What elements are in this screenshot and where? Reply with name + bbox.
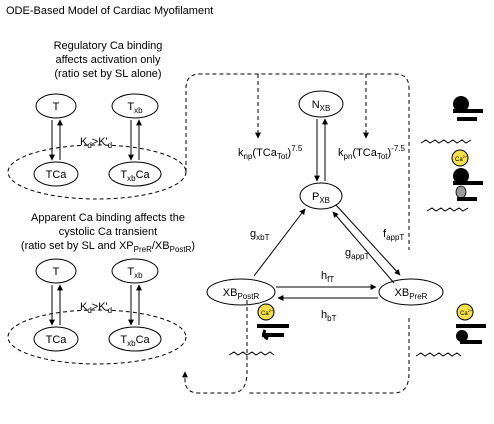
dashed-arrow-postr-to-panel <box>182 300 248 394</box>
myosin-rod-icon <box>453 109 483 113</box>
ca-badge-label: Ca2+ <box>455 154 468 163</box>
bottom-panel <box>7 258 187 365</box>
label-txb-bottom: Txb <box>127 266 143 280</box>
bottom-panel-labels: T Txb TCa TxbCa Kd>K'd <box>46 266 151 348</box>
thick-filament-icon <box>460 340 482 344</box>
label-knp: knp(TCaTot)7.5 <box>238 144 303 161</box>
grey-head-icon <box>455 185 467 199</box>
state-xb-prer <box>378 278 444 306</box>
label-gappt: gappT <box>345 247 369 261</box>
caption-part-e: ) <box>191 240 196 252</box>
top-panel-labels: T Txb TCa TxbCa Kd>K'd <box>46 101 151 183</box>
crossbridge-cycle <box>206 90 444 306</box>
label-hbt: hbT <box>321 309 337 323</box>
calcium-ion-icon <box>451 149 469 167</box>
caption-sub-prer: PreR <box>133 245 152 255</box>
top-caption-line-3: (ratio set by SL alone) <box>54 68 162 80</box>
actin-filament <box>426 207 469 212</box>
label-fappt: fappT <box>383 228 404 242</box>
thick-filament-icon <box>457 117 477 121</box>
myofilament-icon-pxb: Ca2+ <box>426 149 483 212</box>
feedback-connectors <box>182 73 410 394</box>
myosin-rod-icon <box>453 181 483 185</box>
cycle-labels: NXB PXB XBPostR XBPreR knp(TCaTot)7.5 kp… <box>223 99 428 323</box>
bottom-caption: Apparent Ca binding affects the cystolic… <box>2 211 214 257</box>
calcium-ion-icon <box>257 303 275 321</box>
actin-filament <box>415 352 462 357</box>
label-tca-top: TCa <box>46 169 68 181</box>
top-caption-line-2: affects activation only <box>55 54 161 66</box>
caption-sub-postr: PostR <box>169 245 192 255</box>
state-tca-bottom <box>33 326 79 352</box>
dashed-loop-path <box>185 73 410 250</box>
actin-filament <box>228 351 275 356</box>
arrow-gappt <box>332 211 395 284</box>
arrow-fappt <box>335 204 401 276</box>
label-t-bottom: T <box>53 266 60 278</box>
ca-badge-label: Ca2+ <box>261 308 274 317</box>
actin-filament <box>420 139 472 144</box>
state-txb-bottom <box>111 258 159 284</box>
caption-part-a: (ratio set by SL and XP <box>20 240 134 252</box>
top-caption: Regulatory Ca binding affects activation… <box>10 39 206 81</box>
myosin-rod-icon <box>257 324 289 328</box>
state-txbca-bottom <box>108 326 162 352</box>
label-pxb: PXB <box>312 191 330 205</box>
thick-filament-icon <box>262 333 284 337</box>
dashed-path-prer-to-panel <box>247 318 410 394</box>
kd-label-bottom: Kd>K'd <box>80 301 112 315</box>
myofilament-icon-postr: Ca2+ <box>228 303 289 356</box>
bottom-caption-line-2: cystolic Ca transient <box>58 226 158 238</box>
label-nxb: NXB <box>312 99 331 113</box>
myofilament-icon-nxb <box>420 96 483 144</box>
arrow-gxbt <box>253 208 306 277</box>
label-t-top: T <box>53 101 60 113</box>
attached-head-icon <box>456 330 468 342</box>
myosin-rod-icon <box>456 324 486 328</box>
myofilament-icon-prer: Ca2+ <box>415 303 486 357</box>
state-pxb <box>299 182 343 210</box>
label-hft: hfT <box>321 270 334 284</box>
label-txbca-top: TxbCa <box>120 169 150 183</box>
calcium-ion-icon <box>456 303 474 321</box>
ca-badge-label: Ca2+ <box>460 308 473 317</box>
ca-bound-group-bottom <box>7 309 187 365</box>
label-xb-prer: XBPreR <box>395 287 428 301</box>
state-tca-top <box>33 161 79 187</box>
bottom-caption-line-1: Apparent Ca binding affects the <box>31 212 185 224</box>
thick-filament-icon <box>457 197 477 201</box>
page-title: ODE-Based Model of Cardiac Myofilament <box>6 5 214 17</box>
kd-label-top: Kd>K'd <box>80 136 112 150</box>
state-txbca-top <box>108 161 162 187</box>
state-xb-postr <box>206 278 276 306</box>
top-caption-line-1: Regulatory Ca binding <box>53 40 163 52</box>
label-gxbt: gxbT <box>250 228 270 242</box>
state-txb-top <box>111 93 159 119</box>
label-xb-postr: XBPostR <box>223 287 260 301</box>
state-nxb <box>298 90 344 118</box>
label-txbca-bottom: TxbCa <box>120 334 150 348</box>
bottom-caption-line-3: (ratio set by SL and XPPreR/XBPostR) <box>2 239 214 257</box>
label-txb-top: Txb <box>127 101 143 115</box>
label-kpn: kpn(TCaTot)-7.5 <box>338 144 406 161</box>
myosin-head-icon <box>453 168 469 184</box>
caption-part-c: /XB <box>151 240 170 252</box>
state-t-bottom <box>35 258 77 284</box>
label-tca-bottom: TCa <box>46 334 68 346</box>
myosin-head-icon <box>453 96 469 112</box>
state-t-top <box>35 93 77 119</box>
